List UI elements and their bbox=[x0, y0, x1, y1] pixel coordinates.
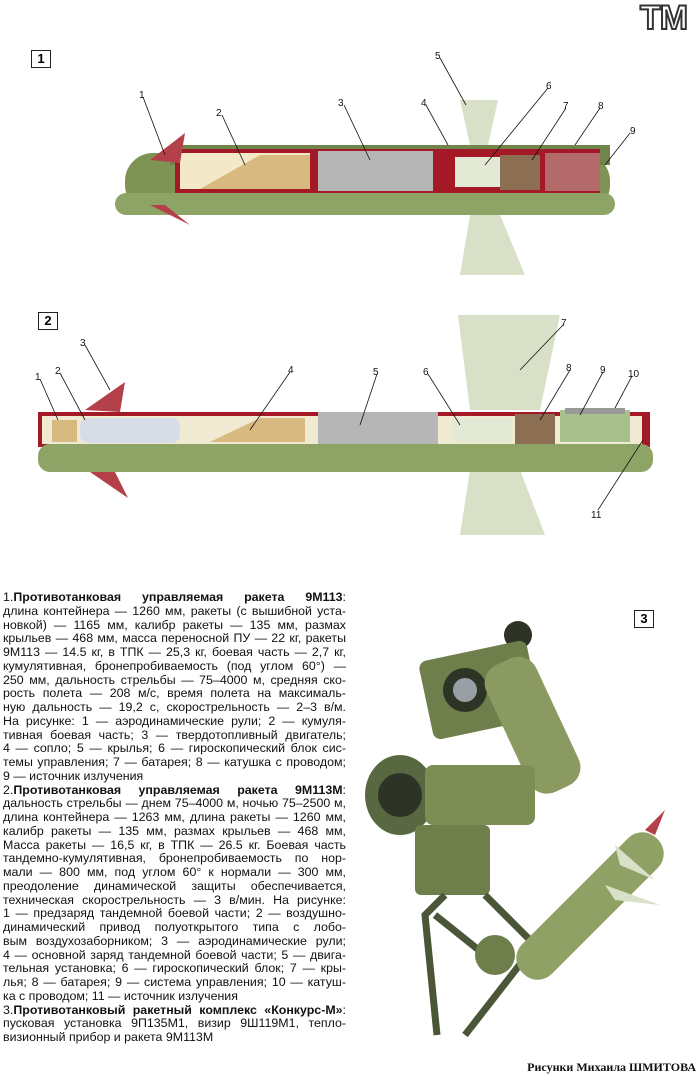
callout-2: 2 bbox=[55, 366, 61, 377]
paragraph-2-heading: 2.Противотанковая управляемая ракета 9М1… bbox=[3, 782, 346, 797]
text-line: Масса ракеты — 16,5 кг, в ТПК — 26.5 кг.… bbox=[3, 837, 346, 852]
konkurs-m-launcher-illustration bbox=[365, 621, 665, 1038]
callout-2: 2 bbox=[216, 108, 222, 119]
text-line: преодоление динамической защиты обеспечи… bbox=[3, 878, 346, 893]
callout-8: 8 bbox=[598, 101, 604, 112]
callout-3: 3 bbox=[80, 338, 86, 349]
callout-7: 7 bbox=[561, 318, 567, 329]
article-text: 1.Противотанковая управляемая ракета 9М1… bbox=[3, 590, 346, 1045]
callout-1: 1 bbox=[139, 90, 145, 101]
missile-9m113-cutaway: 1 2 3 4 5 67 8 9 bbox=[115, 51, 636, 275]
callout-6: 6 bbox=[546, 81, 552, 92]
callout-4: 4 bbox=[421, 98, 427, 109]
text-line: 4 — основной заряд тандемной боевой част… bbox=[3, 947, 346, 962]
wing-top bbox=[460, 100, 498, 145]
text-line: тивная боевая часть; 3 — твердотопливный… bbox=[3, 727, 346, 742]
text-line: На рисунке: 1 — аэродинамические рули; 2… bbox=[3, 713, 346, 728]
text-line: тельная установка; 6 — гироскопический б… bbox=[3, 961, 346, 976]
figure-number-3: 3 bbox=[634, 610, 654, 628]
magazine-logo: ТМ bbox=[639, 0, 689, 37]
callout-9: 9 bbox=[600, 365, 606, 376]
text-line: кумулятивная, бронепробиваемость (под уг… bbox=[3, 658, 346, 673]
text-line: ную дальность — 19,2 с, скорострельность… bbox=[3, 700, 346, 714]
text-line: 9М113 — 14.5 кг, в ТПК — 25,3 кг, боевая… bbox=[3, 645, 346, 659]
figure-number-1: 1 bbox=[31, 50, 51, 68]
text-line: пусковая установка 9П135М1, визир 9Ш119М… bbox=[3, 1016, 346, 1031]
callout-3: 3 bbox=[338, 98, 344, 109]
callout-5: 5 bbox=[435, 51, 441, 62]
text-line: 1 — предзаряд тандемной боевой части; 2 … bbox=[3, 906, 346, 921]
text-line: калибр ракеты — 135 мм, размах крыльев —… bbox=[3, 823, 346, 838]
missile-9m113m-cutaway: 1 2 3 4 5 6 7 8 9 10 11 bbox=[35, 315, 653, 535]
paragraph-3-heading: 3.Противотанковый ракетный комплекс «Кон… bbox=[3, 1002, 346, 1017]
text-line: длина контейнера — 1260 мм, ракеты (с вы… bbox=[3, 603, 346, 618]
text-line: дальность стрельбы — днем 75–4000 м, ноч… bbox=[3, 796, 346, 811]
text-line: вым воздухозаборником; 3 — аэродинамичес… bbox=[3, 933, 346, 948]
callout-7: 7 bbox=[563, 101, 569, 112]
text-line: мали — 800 мм, под углом 60° к нормали —… bbox=[3, 865, 346, 879]
text-line: крыльев — 468 мм, масса переносной ПУ — … bbox=[3, 631, 346, 646]
callout-1: 1 bbox=[35, 372, 41, 383]
figure-number-2: 2 bbox=[38, 312, 58, 330]
text-line: 9 — источник излучения bbox=[3, 768, 144, 783]
callout-6: 6 bbox=[423, 367, 429, 378]
text-line: ка с проводом; 11 — источник излучения bbox=[3, 988, 238, 1003]
text-line: рость полета — 208 м/с, время полета на … bbox=[3, 686, 346, 701]
text-line: визионный прибор и ракета 9М113М bbox=[3, 1030, 214, 1044]
callout-10: 10 bbox=[628, 369, 640, 380]
callout-8: 8 bbox=[566, 363, 572, 374]
text-line: лья; 8 — батарея; 9 — система управления… bbox=[3, 975, 346, 989]
text-line: длина контейнера — 1263 мм, длина ракеты… bbox=[3, 810, 346, 824]
text-line: 250 мм, дальность стрельбы — 75–4000 м, … bbox=[3, 672, 346, 687]
text-line: тандемно-кумулятивная, бронепробиваемост… bbox=[3, 851, 346, 866]
text-line: темы управления; 7 — батарея; 8 — катушк… bbox=[3, 755, 346, 769]
callout-9: 9 bbox=[630, 126, 636, 137]
illustration-credit: Рисунки Михаила ШМИТОВА bbox=[527, 1060, 696, 1074]
wing-bottom bbox=[460, 215, 525, 275]
text-line: техническая скорострельность — 3 в/мин. … bbox=[3, 892, 346, 907]
callout-11: 11 bbox=[591, 510, 602, 521]
text-line: динамический привод полуоткрытого типа с… bbox=[3, 920, 346, 934]
callout-5: 5 bbox=[373, 367, 379, 378]
text-line: новкой) — 1165 мм, калибр ракеты — 135 м… bbox=[3, 617, 346, 632]
callout-4: 4 bbox=[288, 365, 294, 376]
paragraph-1-heading: 1.Противотанковая управляемая ракета 9М1… bbox=[3, 590, 346, 604]
text-line: 4 — сопло; 5 — крылья; 6 — гироскопическ… bbox=[3, 741, 346, 756]
